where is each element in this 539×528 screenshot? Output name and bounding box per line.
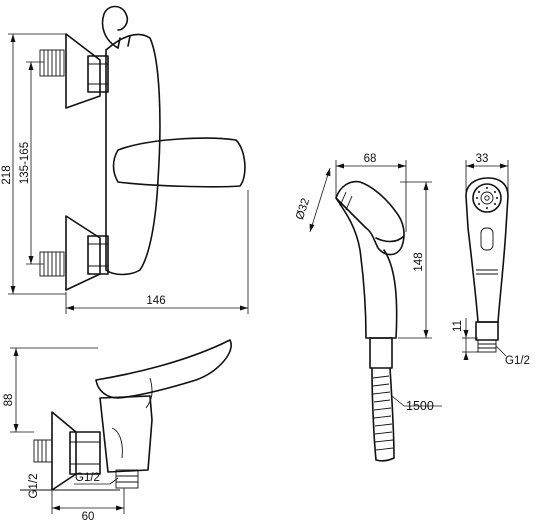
dim-depth-side: 60 (82, 511, 95, 523)
dim-thread-length: 11 (452, 320, 464, 332)
shower-thread-label: G1/2 (505, 355, 530, 367)
thread-inlet-label: G1/2 (28, 474, 40, 499)
hose-length-label: 1500 (406, 399, 434, 413)
hand-shower-side-view (336, 182, 404, 461)
dim-height-side: 88 (3, 394, 15, 407)
dim-height-range: 135-165 (19, 142, 31, 184)
dim-shower-diameter: Ø32 (294, 197, 312, 221)
mixer-side-view (20, 340, 231, 490)
thread-outlet-label: G1/2 (75, 472, 100, 484)
dim-width-front: 146 (146, 295, 165, 307)
dim-shower-height: 148 (413, 252, 425, 271)
hand-shower-side-dimensions (310, 160, 442, 406)
mixer-front-view (40, 7, 245, 291)
dim-shower-front-width: 33 (476, 153, 489, 165)
hand-shower-front-dimensions (462, 160, 508, 360)
dim-height-total: 218 (1, 165, 13, 184)
hand-shower-front-view (466, 178, 508, 352)
dim-shower-width: 68 (364, 153, 377, 165)
